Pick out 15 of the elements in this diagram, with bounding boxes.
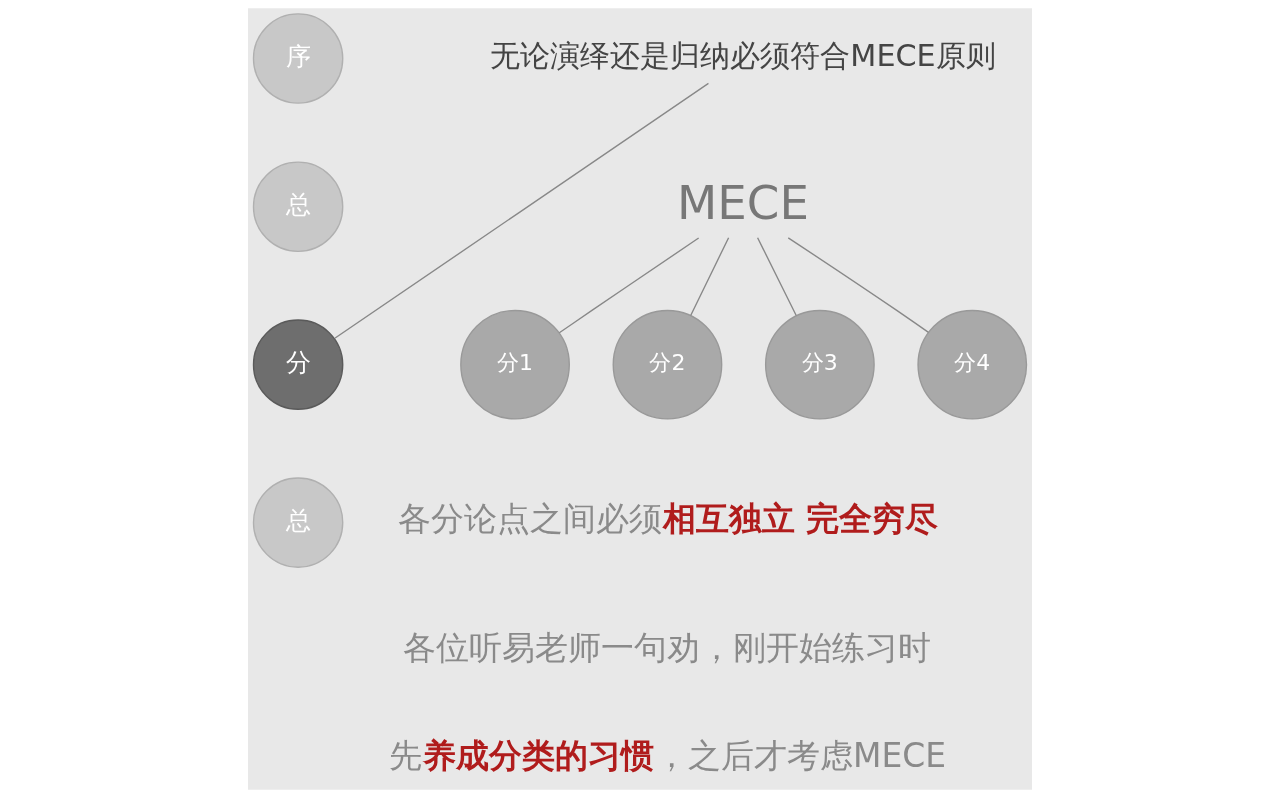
- node-text: 无论演绎还是归纳必须符合MECE原则: [490, 38, 996, 74]
- connector: [690, 237, 730, 317]
- node-text: MECE: [677, 175, 809, 230]
- node-circle: 分: [252, 319, 344, 410]
- connector: [558, 237, 700, 334]
- connector: [756, 237, 797, 317]
- label: 各分论点之间必须相互独立 完全穷尽: [397, 498, 939, 538]
- connector: [787, 237, 930, 334]
- label: 先养成分类的习惯，之后才考虑MECE: [388, 735, 947, 775]
- label: 各位听易老师一句劝，刚开始练习时: [403, 628, 932, 668]
- node-circle: 分1: [460, 309, 570, 420]
- node-circle: 分2: [612, 309, 723, 420]
- node-circle: 分4: [917, 309, 1028, 420]
- connector: [334, 82, 710, 339]
- node-circle: 分3: [764, 309, 875, 420]
